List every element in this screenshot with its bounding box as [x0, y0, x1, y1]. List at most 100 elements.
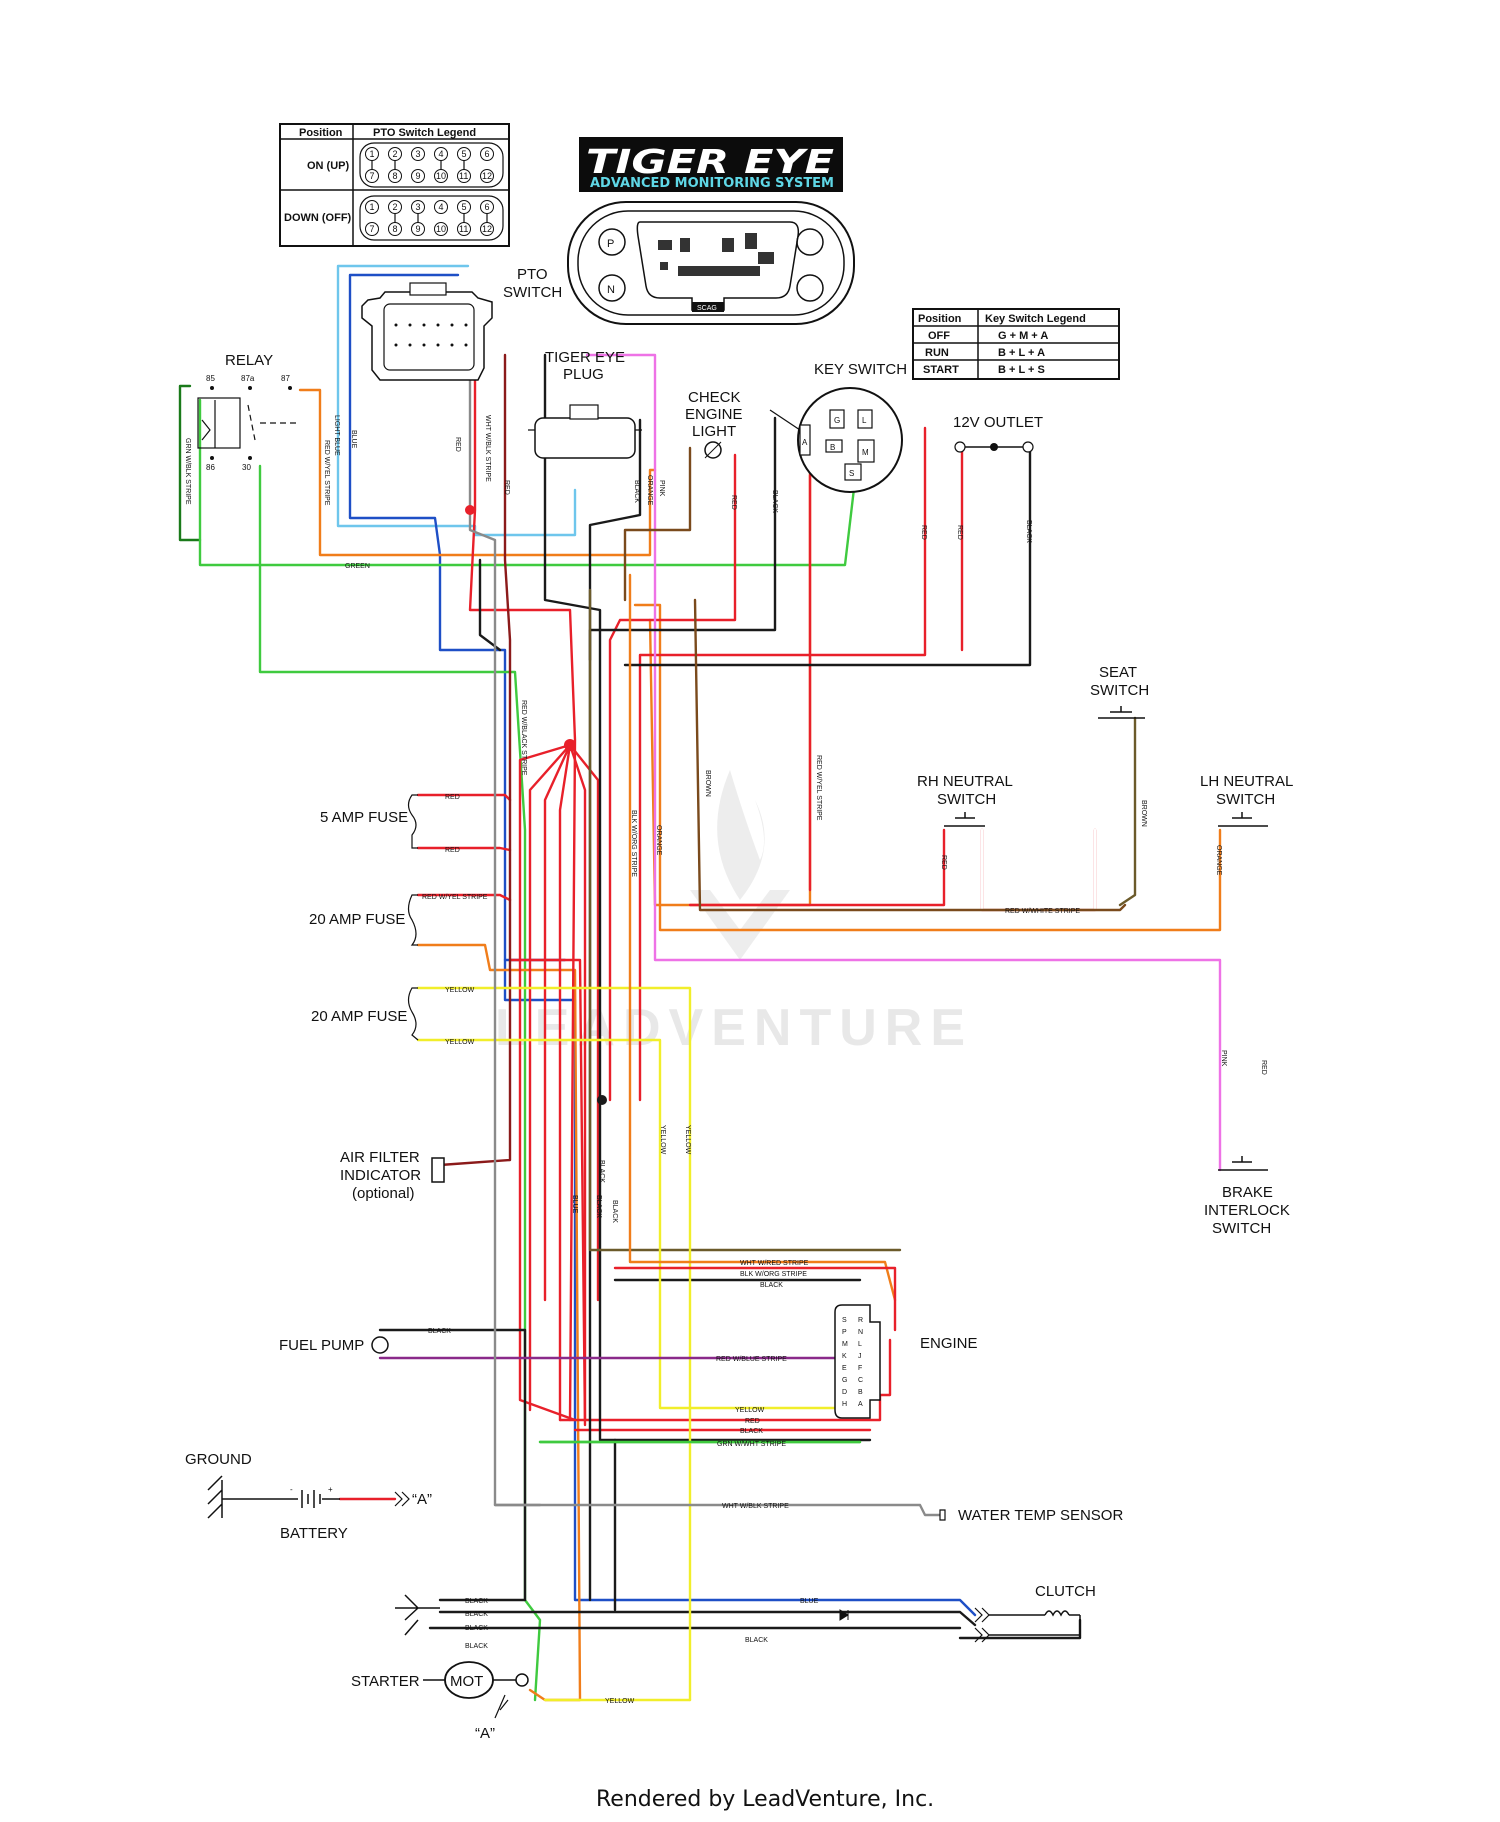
starter-label: STARTER [351, 1673, 420, 1690]
brake-label-1: BRAKE [1222, 1184, 1273, 1201]
engine-label: ENGINE [920, 1335, 978, 1352]
engine-pin-label: G [842, 1377, 847, 1384]
wire-label-red-8: RED [445, 847, 460, 854]
wires [178, 264, 1222, 1702]
pto-legend-off-label: DOWN (OFF) [284, 212, 352, 224]
pto-legend-pin-label: 1 [370, 202, 375, 212]
wire-label-blk-org: BLK W/ORG STRIPE [630, 810, 637, 877]
diode-icon [839, 1609, 849, 1621]
tiger-eye-plug-label-2: PLUG [563, 366, 604, 383]
pto-legend-pin [434, 200, 448, 214]
engine-pin-label: E [842, 1365, 847, 1372]
pto-legend-pin-label: 6 [485, 149, 490, 159]
wire-label-red-3: RED [730, 495, 737, 510]
fuse-5-label: 5 AMP FUSE [320, 809, 408, 826]
pto-legend-pin-label: 12 [482, 224, 492, 234]
battery-label: BATTERY [280, 1525, 348, 1542]
pto-switch-label-2: SWITCH [503, 284, 562, 301]
footer-credit: Rendered by LeadVenture, Inc. [596, 1787, 934, 1812]
engine-pin-label: D [842, 1389, 847, 1396]
engine-pin-label: S [842, 1317, 847, 1324]
key-switch-label: KEY SWITCH [814, 361, 907, 378]
wire-label-brown-2: BROWN [1140, 800, 1147, 827]
check-engine-light: CHECK ENGINE LIGHT [685, 389, 743, 459]
key-switch-body [797, 387, 903, 493]
wire-label-red-7: RED [445, 794, 460, 801]
power-icon [598, 228, 626, 256]
wire-label-red-2: RED [503, 480, 510, 495]
check-engine-label-1: CHECK [688, 389, 741, 406]
engine-pin-label: M [842, 1341, 848, 1348]
pto-legend-pin-label: 8 [393, 171, 398, 181]
watermark: LEADVENTURE [495, 770, 965, 1057]
starter: STARTER MOT “A” [351, 1594, 529, 1742]
key-legend-run-contacts: B + L + A [998, 347, 1045, 359]
wire-label-wht-blk: WHT W/BLK STRIPE [484, 415, 491, 482]
air-filter-label-1: AIR FILTER [340, 1149, 420, 1166]
engine-pin-label: F [858, 1365, 862, 1372]
pto-switch-label-1: PTO [517, 266, 548, 283]
wire-label-black-2: BLACK [771, 490, 778, 513]
wire-label-black-7: BLACK [760, 1282, 783, 1289]
monitor-display: P N SCAG [567, 201, 855, 325]
wire-label-red-blue: RED W/BLUE STRIPE [716, 1356, 787, 1363]
wire-label-black-6: BLACK [611, 1200, 618, 1223]
hour-meter-icon [796, 228, 824, 256]
clutch-label: CLUTCH [1035, 1583, 1096, 1600]
pto-legend-pin-label: 1 [370, 149, 375, 159]
pto-legend-pin-label: 6 [485, 202, 490, 212]
wire-label-pink: PINK [658, 480, 665, 497]
battery-ground: GROUND -+ “A” BATTERY [185, 1451, 432, 1542]
splice-dot-black [597, 1095, 607, 1105]
wire-label-black-11: BLACK [465, 1611, 488, 1618]
seat-switch-label-2: SWITCH [1090, 682, 1149, 699]
wire-label-yellow-2: YELLOW [445, 1039, 475, 1046]
tiger-eye-plug-label-1: TIGER EYE [545, 349, 625, 366]
pto-legend-pin-label: 10 [436, 171, 446, 181]
wire-label-orange-1: ORANGE [646, 475, 653, 506]
pto-legend-pin-label: 10 [436, 224, 446, 234]
key-terminal-b: B [830, 443, 835, 452]
pto-legend-title: PTO Switch Legend [373, 127, 476, 139]
engine-pin-label: C [858, 1377, 863, 1384]
wire-label-black-14: BLACK [745, 1637, 768, 1644]
pto-legend-position-header: Position [299, 127, 343, 139]
fuse-20a-label: 20 AMP FUSE [309, 911, 405, 928]
svg-text:+: + [328, 1485, 333, 1494]
key-legend-position-header: Position [918, 313, 962, 325]
wire-label-black-5: BLACK [595, 1195, 602, 1218]
logo-title: TIGER EYE [586, 142, 835, 181]
wire-label-red-10: RED [745, 1418, 760, 1425]
pto-legend-pin-label: 9 [416, 224, 421, 234]
key-terminal-a: A [802, 438, 808, 447]
pto-switch-legend: Position PTO Switch Legend ON (UP) DOWN … [279, 123, 510, 247]
pto-legend-pin-label: 7 [370, 171, 375, 181]
engine-pin-label: J [858, 1353, 862, 1360]
engine-pin-label: H [842, 1401, 847, 1408]
seat-switch: SEAT SWITCH [1090, 664, 1149, 719]
12v-outlet: 12V OUTLET [953, 414, 1043, 453]
battery-ref-a: “A” [412, 1491, 432, 1508]
key-legend-off-contacts: G + M + A [998, 330, 1048, 342]
relay: RELAY 85 87a 87 86 30 [197, 352, 300, 472]
tiger-eye-plug: TIGER EYE PLUG [528, 349, 642, 459]
wire-label-black-1: BLACK [633, 480, 640, 503]
wire-label-blue-2: BLUE [571, 1195, 578, 1214]
fuel-pump-label: FUEL PUMP [279, 1337, 364, 1354]
starter-ref-a: “A” [475, 1725, 495, 1742]
rh-neutral-switch: RH NEUTRAL SWITCH [917, 773, 1013, 827]
wire-label-grn-wht: GRN W/WHT STRIPE [717, 1441, 786, 1448]
key-terminal-m: M [862, 448, 869, 457]
wire-label-wht-blk-2: WHT W/BLK STRIPE [722, 1503, 789, 1510]
key-switch: KEY SWITCH G L A B M S [769, 361, 907, 493]
relay-pin-85: 85 [206, 374, 215, 383]
wire-label-blue: BLUE [350, 430, 357, 449]
fuel-pump-icon [371, 1336, 389, 1354]
rh-neutral-label-2: SWITCH [937, 791, 996, 808]
key-terminal-l: L [862, 416, 867, 425]
12v-outlet-label: 12V OUTLET [953, 414, 1043, 431]
pto-switch: PTO SWITCH [361, 266, 562, 381]
pto-legend-pin-label: 3 [416, 149, 421, 159]
